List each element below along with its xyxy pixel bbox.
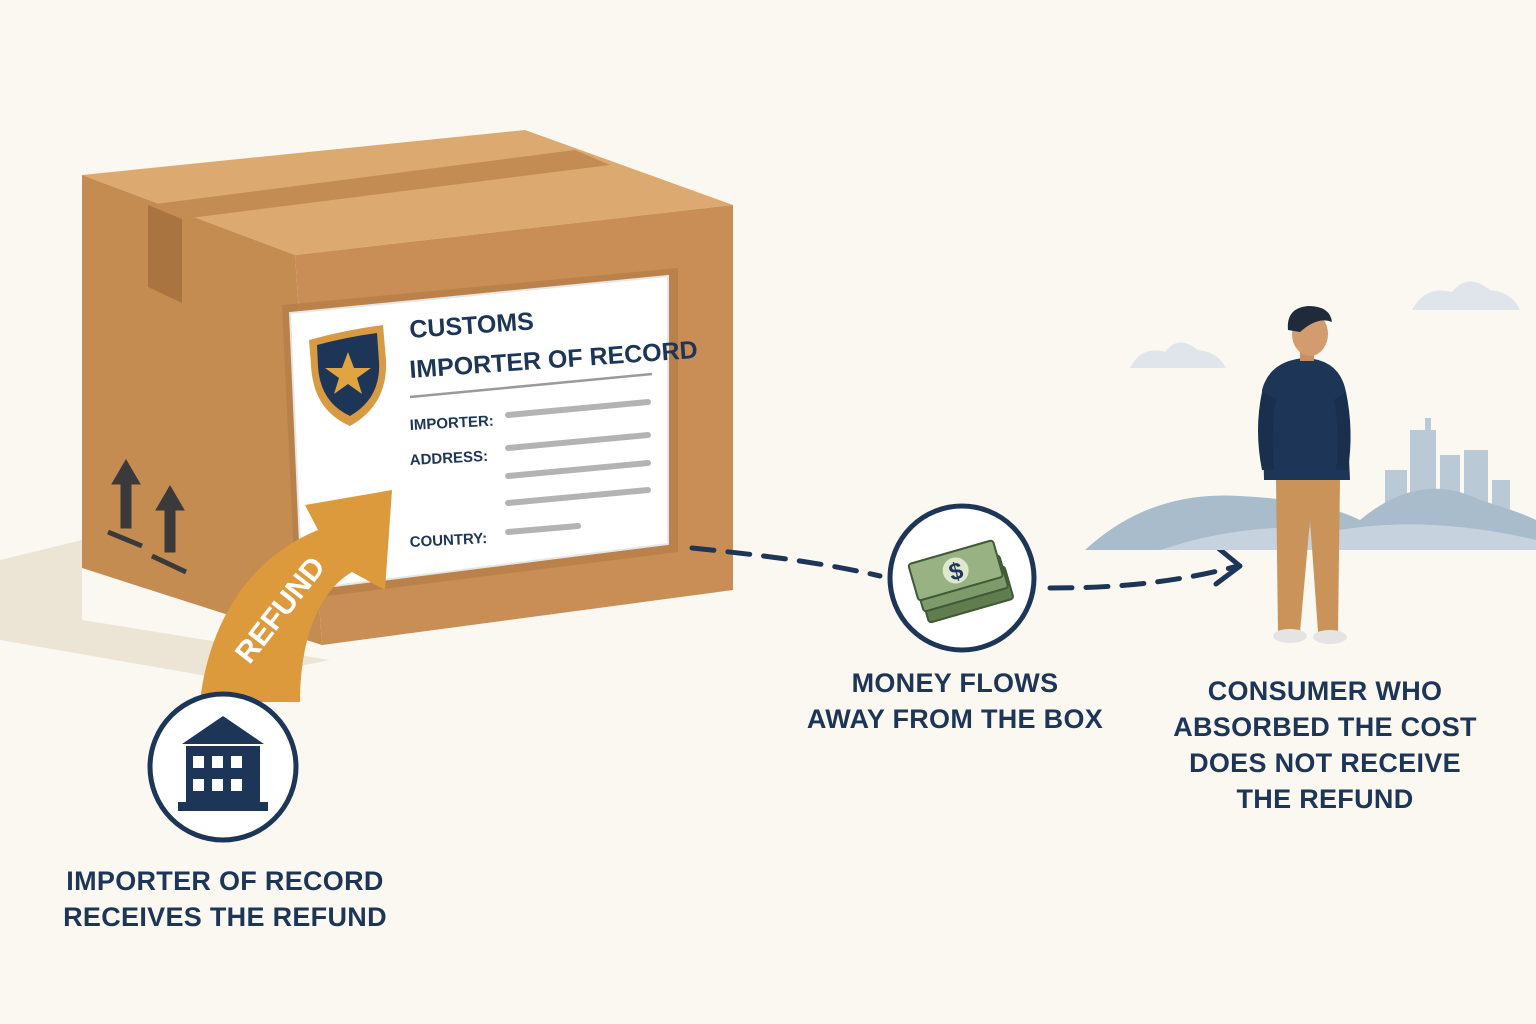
consumer-person (1258, 306, 1351, 644)
field-importer-label: IMPORTER: (409, 413, 494, 434)
field-address-label: ADDRESS: (409, 448, 488, 469)
box-tape-flap (148, 205, 182, 303)
importer-caption: IMPORTER OF RECORD RECEIVES THE REFUND (40, 863, 410, 935)
flow-dashes-left (689, 545, 883, 579)
box-left-face (82, 175, 322, 645)
cloud-icon (1130, 342, 1226, 368)
star-icon (325, 352, 371, 394)
box-tape-top (148, 150, 610, 219)
flow-arrowhead (1213, 545, 1243, 587)
money-caption-line2: AWAY FROM THE BOX (806, 704, 1104, 734)
cloud-icon-2 (1412, 281, 1520, 310)
money-stack-icon: $ (907, 539, 1014, 624)
importer-badge (147, 691, 299, 843)
consumer-caption-line3: DOES NOT RECEIVE (1189, 748, 1461, 778)
field-country-line (505, 523, 581, 535)
field-importer-line (505, 399, 651, 418)
consumer-caption: CONSUMER WHO ABSORBED THE COST DOES NOT … (1150, 673, 1500, 817)
money-caption: MONEY FLOWS AWAY FROM THE BOX (790, 665, 1120, 737)
field-address-line-2 (505, 460, 651, 479)
flow-dashes-right (1047, 563, 1241, 591)
this-side-up-icon (107, 459, 188, 575)
importer-caption-line2: RECEIVES THE REFUND (63, 902, 387, 932)
label-divider (409, 372, 653, 399)
consumer-caption-line4: THE REFUND (1236, 784, 1414, 814)
money-badge: $ (887, 503, 1037, 653)
consumer-caption-line1: CONSUMER WHO (1207, 676, 1443, 706)
background-scenery (1085, 281, 1536, 550)
field-address-line-3 (505, 487, 651, 506)
field-address-line-1 (505, 432, 651, 451)
money-caption-line1: MONEY FLOWS (851, 668, 1059, 698)
box-shadow (0, 540, 330, 680)
bank-building-icon (178, 716, 268, 811)
refund-arrow-body (200, 490, 392, 702)
importer-caption-line1: IMPORTER OF RECORD (66, 866, 384, 896)
consumer-caption-line2: ABSORBED THE COST (1173, 712, 1477, 742)
field-country-label: COUNTRY: (409, 530, 487, 551)
